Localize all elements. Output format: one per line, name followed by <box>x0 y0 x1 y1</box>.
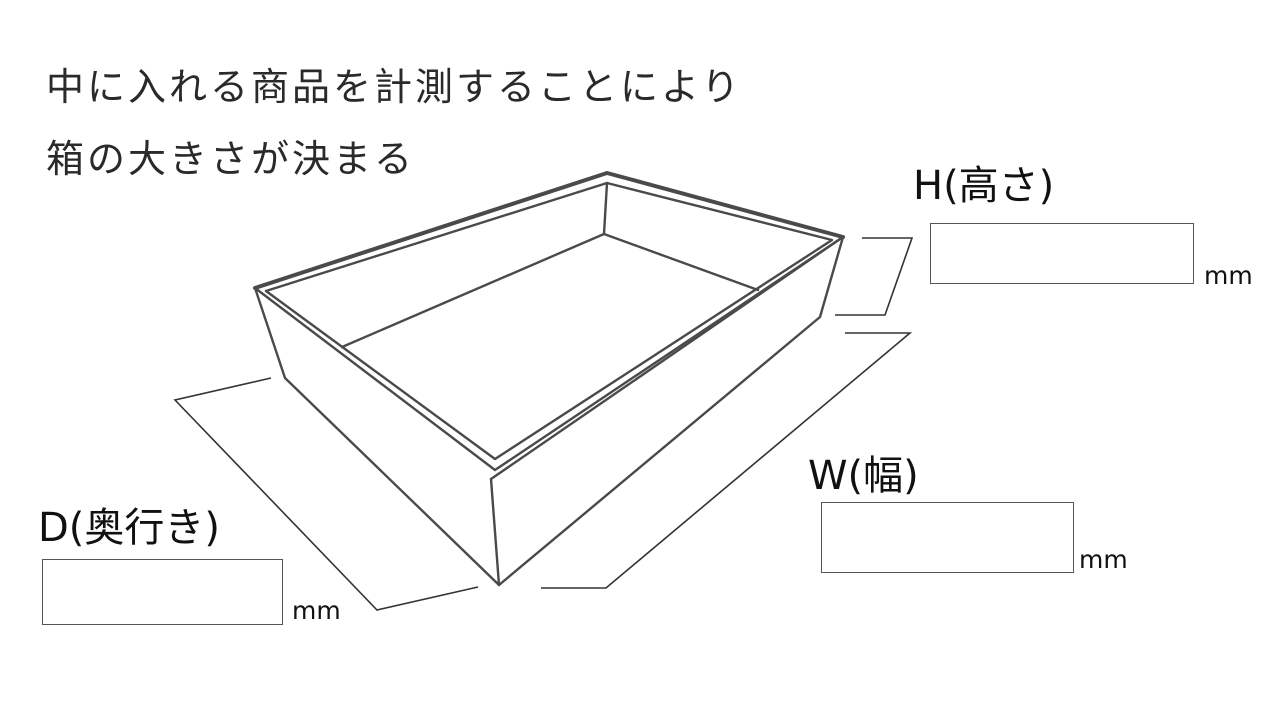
box-inner-back-corner <box>602 181 609 236</box>
depth-guide-line <box>173 377 479 611</box>
box-front-right-wall <box>489 235 845 587</box>
height-input[interactable] <box>930 223 1194 284</box>
box-front-left-wall <box>253 286 501 587</box>
depth-label: D(奥行き) <box>38 505 221 551</box>
width-guide-line <box>541 332 913 589</box>
height-unit: mm <box>1204 261 1253 290</box>
box-rim-inner-edge <box>264 181 834 461</box>
width-label: W(幅) <box>808 453 919 499</box>
box-rim-top-edge <box>253 171 845 290</box>
depth-unit: mm <box>292 596 341 625</box>
box-rim-bottom-edge <box>253 235 845 472</box>
height-label: H(高さ) <box>913 163 1055 209</box>
instruction-line-2: 箱の大きさが決まる <box>46 137 416 181</box>
instruction-line-1: 中に入れる商品を計測することにより <box>46 65 743 109</box>
depth-input[interactable] <box>42 559 283 625</box>
width-input[interactable] <box>821 502 1074 573</box>
height-guide-line <box>835 237 914 316</box>
width-unit: mm <box>1079 545 1128 574</box>
